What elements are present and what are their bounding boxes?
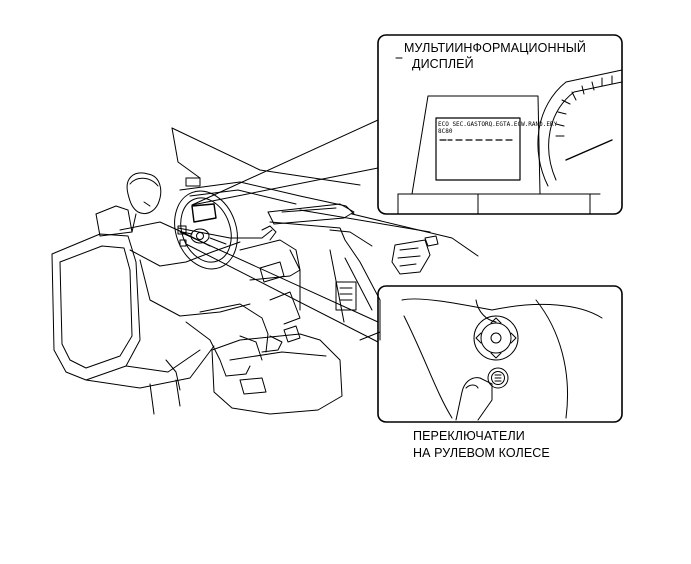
inset-display-frame [377, 34, 623, 215]
driver-figure [119, 172, 283, 377]
callout-switches-line-1: ПЕРЕКЛЮЧАТЕЛИ [413, 429, 525, 443]
multi-information-display-screen [435, 117, 521, 181]
driver-seat [51, 205, 215, 415]
dashboard [179, 177, 355, 283]
callout-leader-display [191, 119, 379, 206]
callout-display-line-2: ДИСПЛЕЙ [412, 57, 474, 71]
display-switch-button [487, 367, 509, 389]
cabin-outline [171, 127, 479, 341]
inset-display-content [395, 57, 623, 215]
callout-display-line-1: МУЛЬТИИНФОРМАЦИОННЫЙ [404, 41, 586, 55]
inset-switches-frame [377, 285, 623, 423]
lcd-row-2: 8C80 [438, 128, 453, 135]
lcd-row-1: ECO SEC.GASTORQ.EGTA.ECW.RAND.ERY [438, 121, 558, 128]
callout-switches-line-2: НА РУЛЕВОМ КОЛЕСЕ [413, 446, 550, 460]
inset-switches-content [401, 298, 603, 421]
four-way-control-pad [473, 315, 519, 361]
callout-leader-switches [179, 231, 379, 343]
center-console [211, 291, 343, 415]
